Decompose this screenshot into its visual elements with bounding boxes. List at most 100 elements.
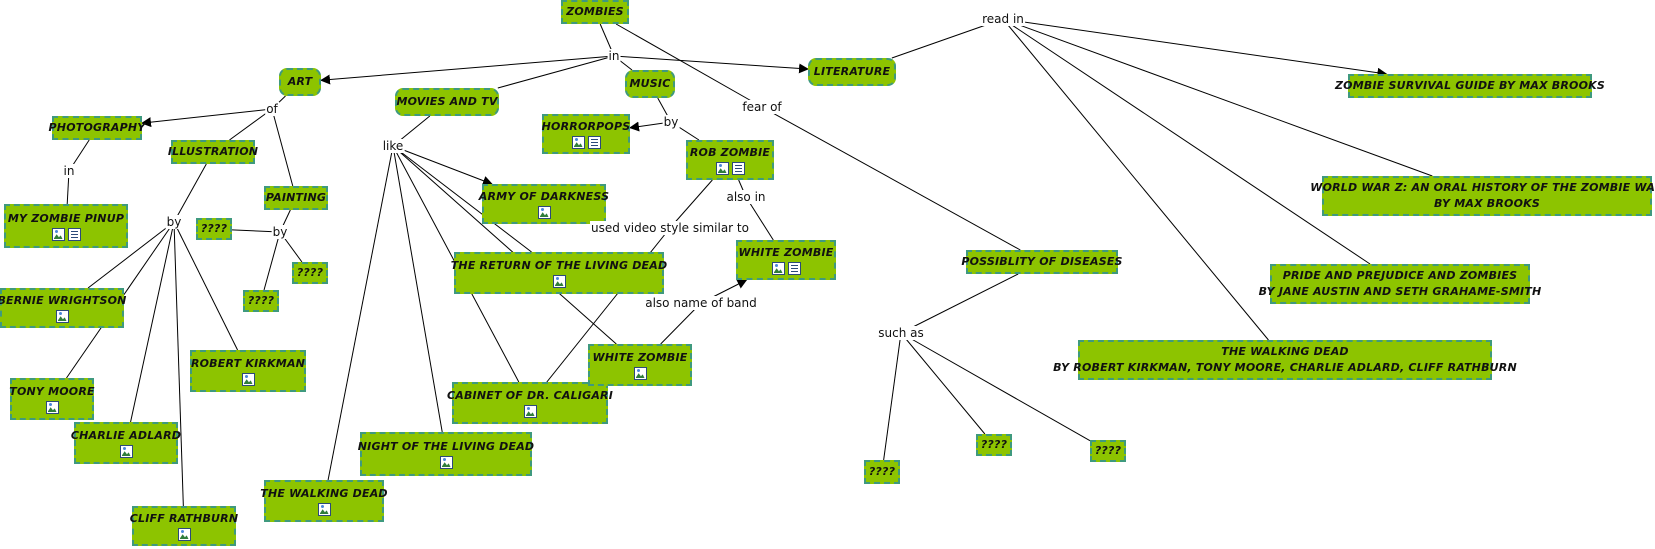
- concept-q3[interactable]: ????: [243, 290, 279, 312]
- linking-phrase-p_like[interactable]: like: [381, 139, 405, 153]
- concept-diseases[interactable]: Possiblity of diseases: [961, 250, 1122, 274]
- concept-walkingbook[interactable]: The Walking Dead by Robert Kirkman, Tony…: [1053, 340, 1517, 380]
- link-illustration-p_by_ill: [173, 163, 207, 223]
- concept-label: Literature: [813, 65, 891, 78]
- concept-photography[interactable]: Photography: [49, 116, 145, 140]
- concept-label: Possiblity of diseases: [961, 255, 1123, 268]
- linking-phrase-p_usedvideo[interactable]: used video style similar to: [590, 221, 750, 235]
- image-icon[interactable]: [771, 262, 785, 275]
- concept-movies[interactable]: Movies and TV: [395, 88, 499, 116]
- image-icon[interactable]: [552, 275, 566, 288]
- image-icon[interactable]: [45, 401, 59, 414]
- concept-survival[interactable]: Zombie Survival Guide by Max Brooks: [1335, 74, 1605, 98]
- linking-phrase-p_by_paint[interactable]: by: [271, 225, 289, 239]
- concept-label: Photography: [48, 121, 146, 134]
- concept-painting[interactable]: Painting: [264, 186, 328, 210]
- concept-q2[interactable]: ????: [292, 262, 328, 284]
- concept-label: Zombie Survival Guide by Max Brooks: [1334, 79, 1606, 92]
- concept-label: Bernie Wrightson: [0, 294, 127, 307]
- linking-phrase-p_readin[interactable]: read in: [981, 12, 1025, 26]
- concept-label: ????: [200, 222, 228, 235]
- concept-label: Movies and TV: [396, 95, 498, 108]
- resource-icons: [571, 136, 601, 149]
- link-p_like-whitezombie2: [392, 145, 617, 345]
- concept-q6[interactable]: ????: [1090, 440, 1126, 462]
- linking-phrase-p_by_ill[interactable]: by: [165, 215, 183, 229]
- link-p_suchas-q6: [900, 332, 1091, 442]
- linking-phrase-p_by_music[interactable]: by: [662, 115, 680, 129]
- concept-tonymoore[interactable]: Tony Moore: [9, 378, 95, 420]
- concept-label: Rob Zombie: [689, 146, 771, 159]
- concept-label: ????: [980, 438, 1008, 451]
- link-zombies-p_fearof: [615, 23, 763, 108]
- document-icon[interactable]: [787, 262, 801, 275]
- concept-label: The Return of the Living Dead: [450, 259, 668, 272]
- concept-label: ????: [1094, 444, 1122, 457]
- linking-phrase-p_of[interactable]: of: [265, 102, 279, 116]
- linking-phrase-p_suchas[interactable]: such as: [877, 326, 925, 340]
- resource-icons: [177, 528, 191, 541]
- concept-zombies[interactable]: Zombies: [561, 0, 629, 24]
- concept-label: Charlie Adlard: [70, 429, 182, 442]
- image-icon[interactable]: [571, 136, 585, 149]
- concept-label: My Zombie Pinup: [7, 212, 125, 225]
- concept-literature[interactable]: Literature: [808, 58, 896, 86]
- document-icon[interactable]: [587, 136, 601, 149]
- concept-horrorpops[interactable]: HorrorPops: [542, 114, 630, 154]
- concept-bernie[interactable]: Bernie Wrightson: [0, 288, 126, 328]
- link-p_of-illustration: [229, 108, 273, 141]
- concept-myzombiepinup[interactable]: My Zombie Pinup: [4, 204, 128, 248]
- image-icon[interactable]: [633, 367, 647, 380]
- resource-icons: [119, 445, 133, 458]
- image-icon[interactable]: [177, 528, 191, 541]
- image-icon[interactable]: [119, 445, 133, 458]
- concept-pride[interactable]: Pride and Prejudice and Zombies by Jane …: [1259, 264, 1541, 304]
- link-p_like-armydark: [392, 145, 493, 186]
- image-icon[interactable]: [439, 456, 453, 469]
- concept-music[interactable]: Music: [625, 70, 675, 98]
- link-p_in-literature: [613, 55, 809, 74]
- link-p_suchas-q4: [883, 332, 902, 461]
- resource-icons: [439, 456, 453, 469]
- link-p_of-painting: [271, 108, 294, 187]
- concept-q4[interactable]: ????: [864, 460, 900, 484]
- concept-returnliving[interactable]: The Return of the Living Dead: [451, 252, 667, 294]
- image-icon[interactable]: [317, 503, 331, 516]
- concept-label: ????: [868, 465, 896, 478]
- image-icon[interactable]: [537, 206, 551, 219]
- concept-whitezombie2[interactable]: White Zombie: [588, 344, 692, 386]
- link-p_in-art: [320, 55, 615, 85]
- concept-label: The Walking Dead by Robert Kirkman, Tony…: [1053, 345, 1517, 374]
- concept-nightliving[interactable]: Night of the Living Dead: [358, 432, 534, 476]
- concept-label: Illustration: [167, 145, 259, 158]
- concept-label: ????: [296, 266, 324, 279]
- concept-illustration[interactable]: Illustration: [168, 140, 258, 164]
- image-icon[interactable]: [523, 405, 537, 418]
- concept-q5[interactable]: ????: [976, 434, 1012, 456]
- document-icon[interactable]: [731, 162, 745, 175]
- linking-phrase-p_alsoname[interactable]: also name of band: [644, 296, 758, 310]
- image-icon[interactable]: [51, 228, 65, 241]
- concept-armydark[interactable]: Army of Darkness: [479, 184, 609, 224]
- concept-caligari[interactable]: Cabinet of Dr. Caligari: [447, 382, 613, 424]
- concept-cliff[interactable]: Cliff Rathburn: [130, 506, 238, 546]
- link-p_suchas-q5: [900, 332, 986, 435]
- document-icon[interactable]: [67, 228, 81, 241]
- concept-whitezombie1[interactable]: White Zombie: [736, 240, 836, 280]
- link-p_like-nightliving: [392, 145, 443, 433]
- concept-q1[interactable]: ????: [196, 218, 232, 240]
- image-icon[interactable]: [55, 310, 69, 323]
- linking-phrase-p_in[interactable]: in: [607, 49, 621, 63]
- image-icon[interactable]: [241, 373, 255, 386]
- linking-phrase-p_fearof[interactable]: fear of: [741, 100, 783, 114]
- concept-walkingtv[interactable]: The Walking Dead: [260, 480, 388, 522]
- concept-charlie[interactable]: Charlie Adlard: [71, 422, 181, 464]
- concept-robzombie[interactable]: Rob Zombie: [686, 140, 774, 180]
- linking-phrase-p_alsoin[interactable]: also in: [725, 190, 767, 204]
- linking-phrase-p_in2[interactable]: in: [62, 164, 76, 178]
- concept-wwz[interactable]: World War Z: An Oral History of the Zomb…: [1310, 176, 1655, 216]
- concept-kirkman[interactable]: Robert Kirkman: [190, 350, 306, 392]
- image-icon[interactable]: [715, 162, 729, 175]
- resource-icons: [771, 262, 801, 275]
- concept-art[interactable]: Art: [279, 68, 321, 96]
